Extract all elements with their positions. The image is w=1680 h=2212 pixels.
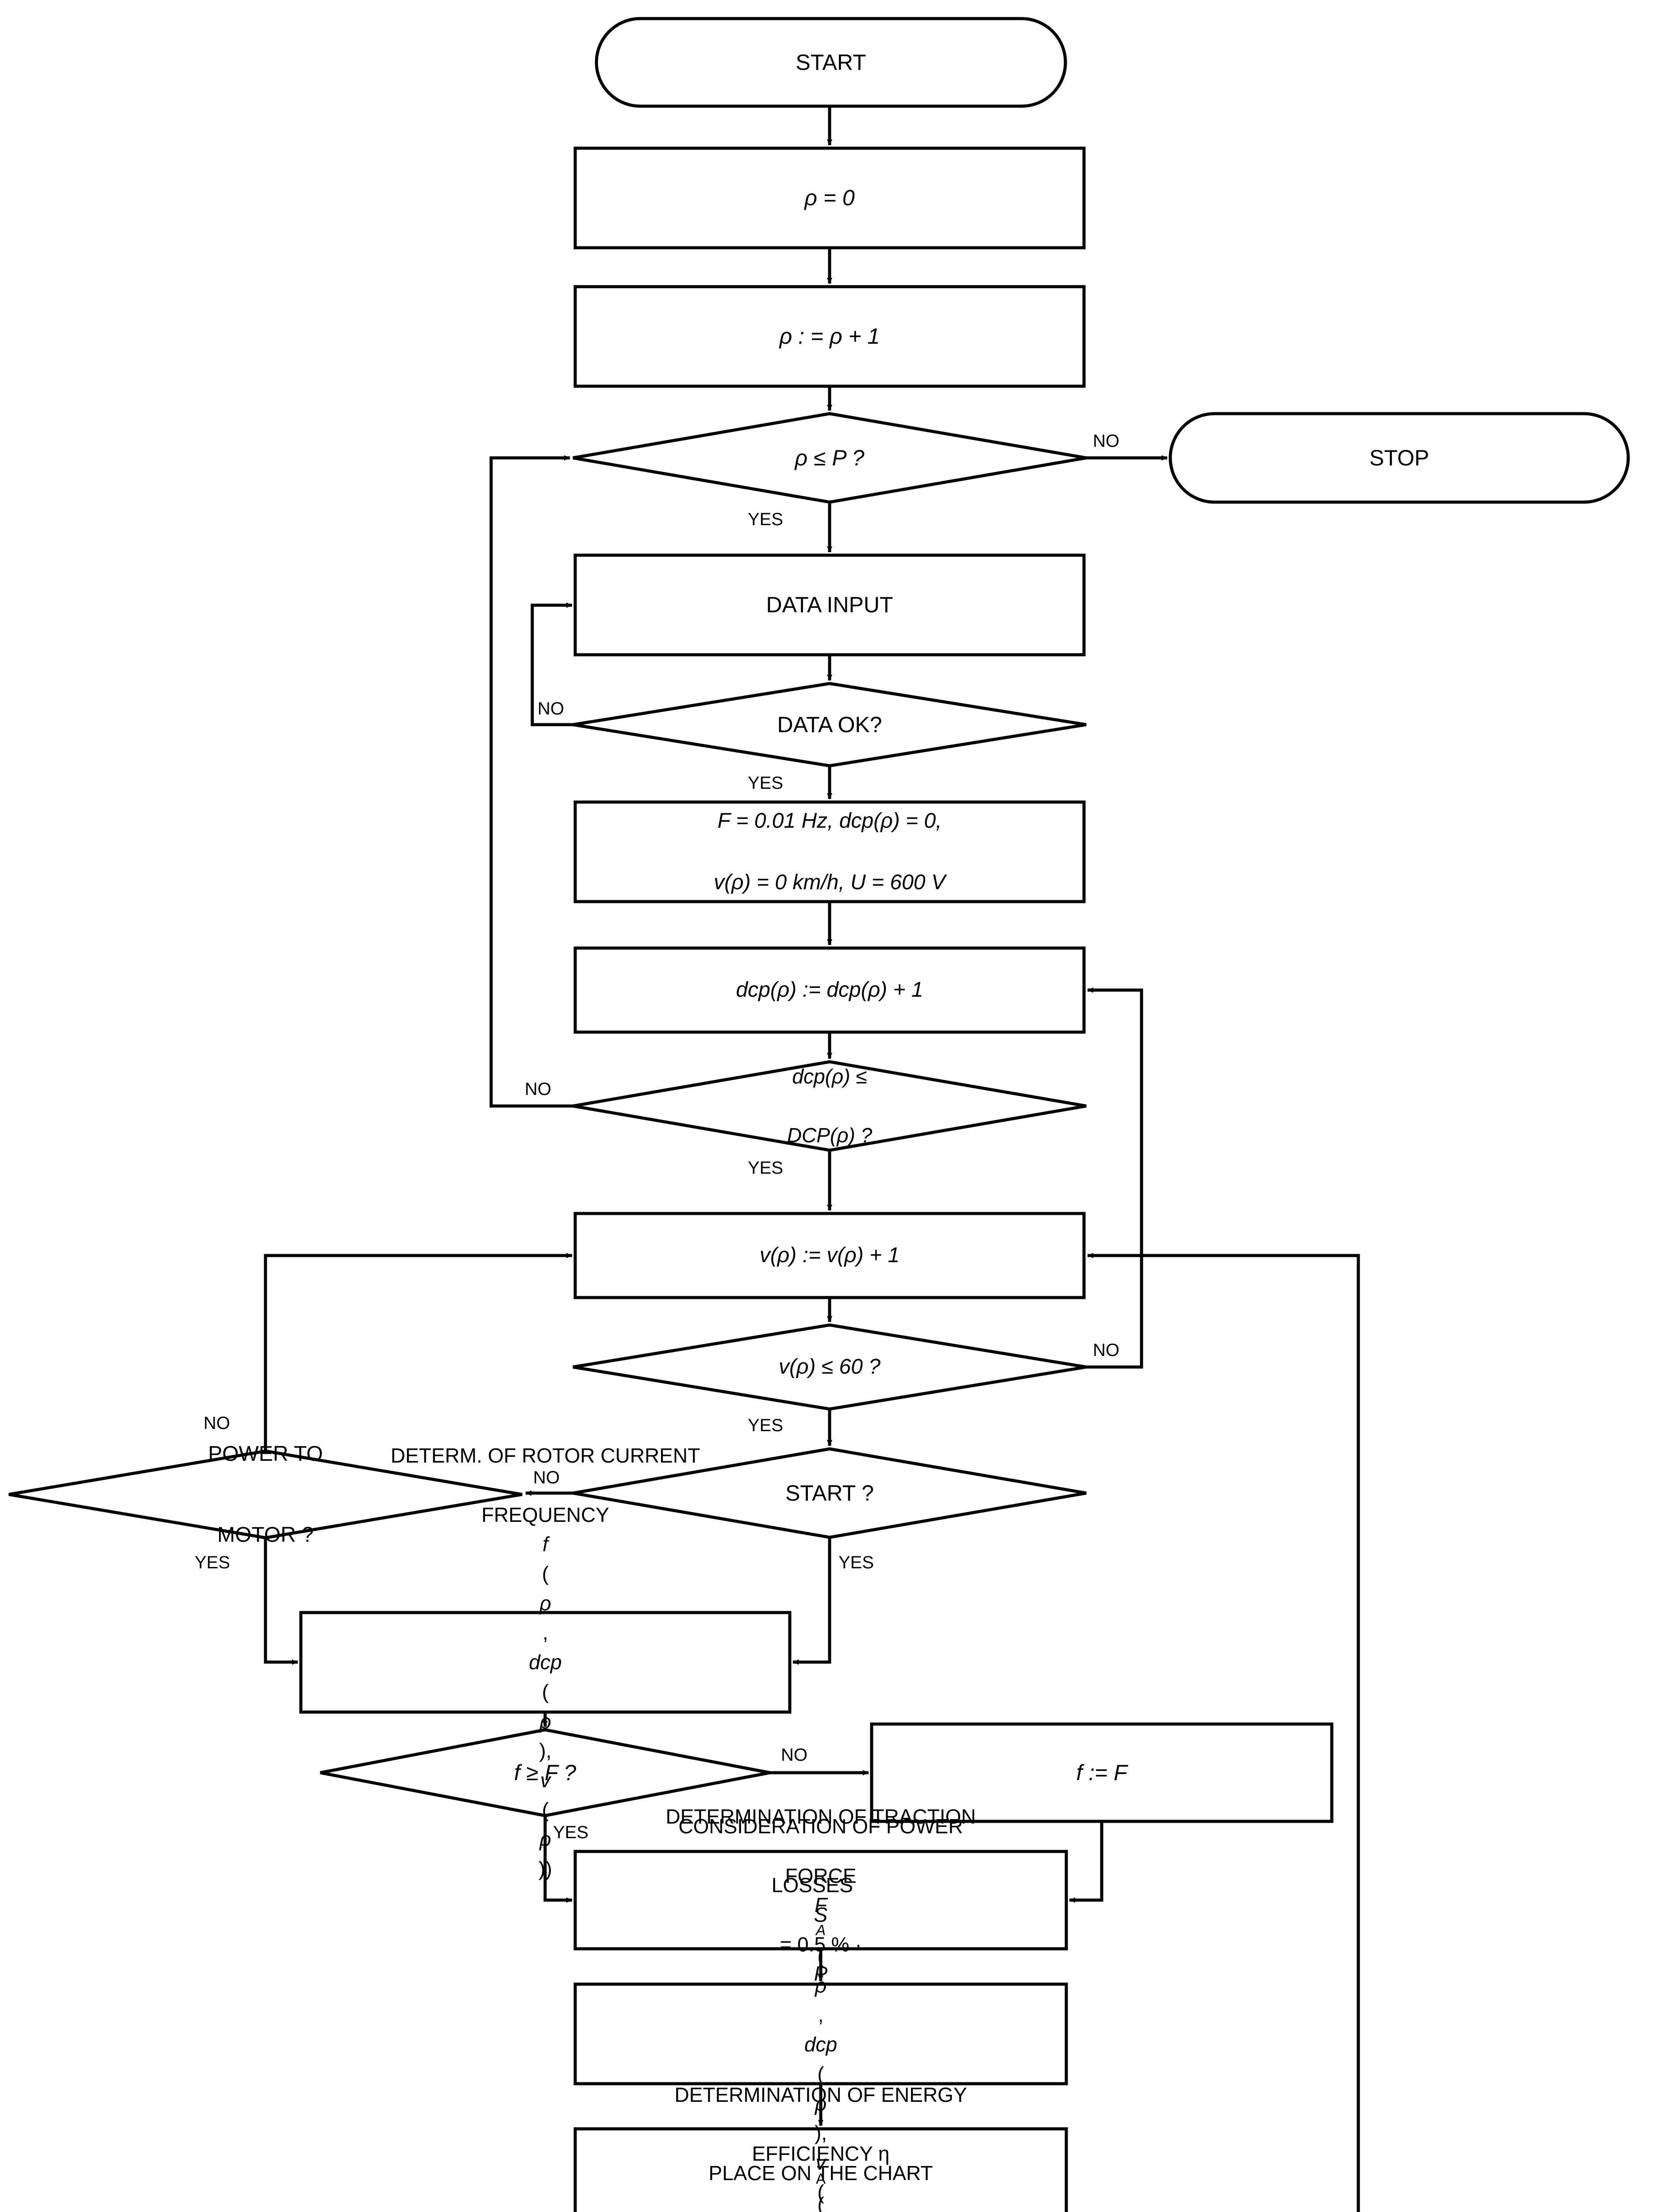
check-dcp-diamond-shape: [573, 1060, 1087, 1152]
edge-label-checkv-no: NO: [1093, 1340, 1119, 1360]
edge-label-checkdcp-yes: YES: [748, 1158, 784, 1178]
check-f-diamond-shape: [320, 1728, 770, 1817]
edge-label-powermotor-no: NO: [204, 1413, 230, 1433]
edge-dataok-no-loop: [531, 603, 573, 726]
init-vals-box-shape: [573, 800, 1086, 903]
edge-powermotor-no-loop: [264, 1253, 573, 1451]
edge-label-checkstart-yes: YES: [838, 1553, 874, 1572]
edge-checkv-no-loop: [1086, 987, 1143, 1369]
init-rho-box-shape: [573, 146, 1086, 250]
place-chart-box-shape: [573, 2127, 1068, 2212]
edge-label-powermotor-yes: YES: [195, 1553, 231, 1572]
start-terminator-shape: [595, 17, 1067, 108]
data-ok-diamond-shape: [573, 682, 1087, 768]
power-losses-box-shape: [573, 1850, 1068, 1951]
stop-terminator-shape: [1169, 412, 1630, 504]
edge-assignf-to-powerlosses: [1069, 1821, 1103, 1903]
rotor-freq-box-shape: [299, 1611, 792, 1714]
inc-dcp-box-shape: [573, 946, 1086, 1034]
inc-rho-box-shape: [573, 285, 1086, 388]
inc-v-box-shape: [573, 1212, 1086, 1299]
check-start-diamond-shape: [573, 1447, 1087, 1539]
power-motor-diamond-shape: [8, 1449, 523, 1540]
assign-f-box-shape: [870, 1722, 1334, 1823]
edge-powermotor-yes: [264, 1538, 298, 1665]
edge-label-checkrho-no: NO: [1093, 431, 1119, 451]
traction-force-box-shape: [573, 1982, 1068, 2085]
edge-label-checkstart-no: NO: [533, 1468, 560, 1487]
check-v-diamond-shape: [573, 1323, 1087, 1411]
edge-label-dataok-no: NO: [538, 699, 564, 718]
edge-label-checkv-yes: YES: [748, 1416, 784, 1435]
edge-checkstart-yes: [792, 1537, 831, 1665]
check-rho-diamond-shape: [573, 412, 1087, 504]
edge-label-checkrho-yes: YES: [748, 510, 784, 529]
data-input-box-shape: [573, 553, 1086, 657]
edge-checkdcp-no-loop: [489, 455, 573, 1108]
edge-label-dataok-yes: YES: [748, 773, 784, 793]
edge-checkf-yes: [543, 1816, 573, 1903]
edge-label-checkdcp-no: NO: [525, 1079, 551, 1099]
edge-label-checkf-yes: YES: [553, 1823, 589, 1842]
edge-energyeff-feedback-loop: [1087, 1253, 1360, 2212]
edge-label-checkf-no: NO: [781, 1745, 807, 1765]
